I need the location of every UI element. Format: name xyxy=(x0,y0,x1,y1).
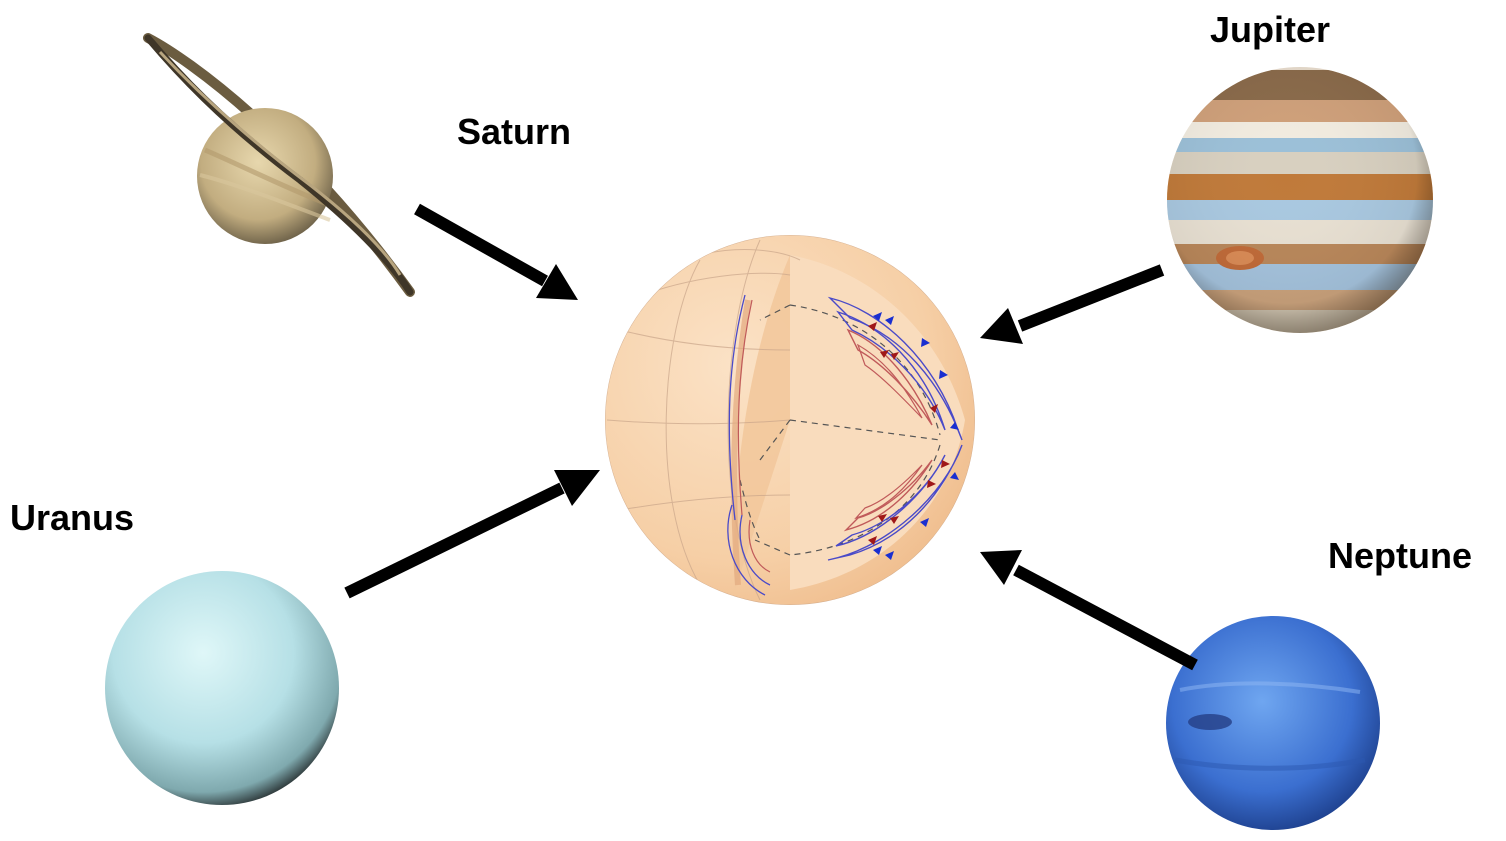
arrow-jupiter-to-center xyxy=(980,270,1162,344)
cutaway-planet-interior-diagram xyxy=(605,235,975,605)
neptune-label: Neptune xyxy=(1328,538,1472,574)
uranus-label: Uranus xyxy=(10,500,134,536)
saturn-planet-image xyxy=(148,38,410,292)
uranus-planet-image xyxy=(105,571,339,805)
saturn-label: Saturn xyxy=(457,114,571,150)
jupiter-label: Jupiter xyxy=(1210,12,1330,48)
arrow-uranus-to-center xyxy=(347,470,600,593)
neptune-planet-image xyxy=(1166,616,1380,830)
jupiter-planet-image xyxy=(1160,60,1440,340)
arrow-neptune-to-center xyxy=(980,550,1195,665)
arrow-saturn-to-center xyxy=(417,209,578,300)
